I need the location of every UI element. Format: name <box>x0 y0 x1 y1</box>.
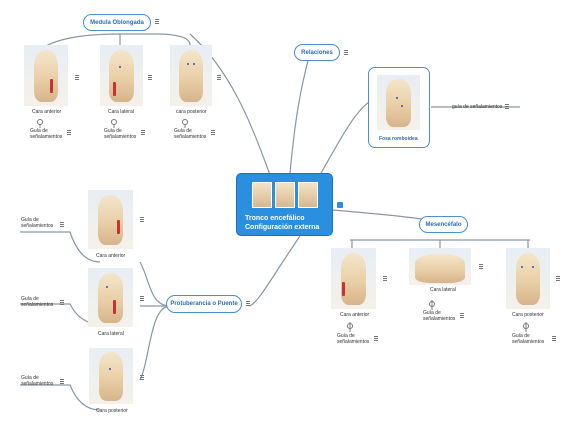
mesencefalo-lateral-caption: Cara lateral <box>430 287 456 293</box>
fosa-romboidea-image <box>377 75 420 130</box>
note-icon[interactable] <box>67 130 71 135</box>
relaciones-guide[interactable]: guía de señalamientos <box>452 104 503 110</box>
linked-topic-icon[interactable] <box>37 119 43 125</box>
thumbnail-image <box>252 182 272 208</box>
note-icon[interactable] <box>75 75 79 80</box>
protuberancia-lateral-caption: Cara lateral <box>98 331 124 337</box>
central-topic[interactable]: Tronco encefálico Configuración externa <box>236 173 333 236</box>
topic-mesencefalo-title: Mesencéfalo <box>425 221 462 228</box>
note-icon[interactable] <box>60 300 64 305</box>
mesencefalo-lateral-image[interactable] <box>409 248 471 285</box>
central-badge-icon[interactable] <box>337 202 343 208</box>
note-icon[interactable] <box>155 19 159 24</box>
topic-relaciones-title: Relaciones <box>301 49 333 56</box>
note-icon[interactable] <box>246 301 250 306</box>
topic-fosa-romboidea[interactable]: Fosa romboidea <box>368 67 430 148</box>
fosa-romboidea-title: Fosa romboidea <box>379 136 418 142</box>
protuberancia-anterior-image[interactable] <box>88 190 133 249</box>
linked-topic-icon[interactable] <box>429 301 435 307</box>
note-icon[interactable] <box>60 222 64 227</box>
note-icon[interactable] <box>141 130 145 135</box>
topic-relaciones[interactable]: Relaciones <box>294 44 340 61</box>
topic-protuberancia[interactable]: Protuberancia o Puente <box>166 295 242 313</box>
central-title-line-1: Tronco encefálico <box>245 215 305 222</box>
mesencefalo-posterior-caption: Cara posterior <box>512 312 544 318</box>
protuberancia-anterior-caption: Cara anterior <box>96 253 126 259</box>
note-icon[interactable] <box>60 379 64 384</box>
topic-medula-title: Medula Oblongada <box>90 19 144 26</box>
medula-lateral-caption: Cara lateral <box>108 109 134 115</box>
linked-topic-icon[interactable] <box>347 323 353 329</box>
protuberancia-lateral-image[interactable] <box>88 268 133 327</box>
linked-topic-icon[interactable] <box>182 119 188 125</box>
note-icon[interactable] <box>148 75 152 80</box>
medula-anterior-caption: Cara anterior <box>32 109 62 115</box>
note-icon[interactable] <box>505 104 509 109</box>
note-icon[interactable] <box>344 50 348 55</box>
mesencefalo-posterior-image[interactable] <box>506 248 550 309</box>
note-icon[interactable] <box>140 375 144 380</box>
central-thumbnails <box>252 182 318 208</box>
central-title-line-2: Configuración externa <box>245 224 320 231</box>
medula-posterior-caption: cara posterior <box>176 109 207 115</box>
note-icon[interactable] <box>383 276 387 281</box>
protuberancia-posterior-caption: Cara posterior <box>96 408 128 414</box>
note-icon[interactable] <box>556 276 560 281</box>
note-icon[interactable] <box>374 336 378 341</box>
note-icon[interactable] <box>140 217 144 222</box>
note-icon[interactable] <box>552 336 556 341</box>
mesencefalo-anterior-image[interactable] <box>331 248 376 309</box>
linked-topic-icon[interactable] <box>523 323 529 329</box>
mesencefalo-anterior-caption: Cara anterior <box>340 312 370 318</box>
thumbnail-image <box>275 182 295 208</box>
linked-topic-icon[interactable] <box>111 119 117 125</box>
protuberancia-posterior-image[interactable] <box>89 348 133 404</box>
topic-protuberancia-title: Protuberancia o Puente <box>170 301 238 307</box>
topic-medula-oblongada[interactable]: Medula Oblongada <box>83 14 151 31</box>
medula-anterior-image[interactable] <box>24 45 68 106</box>
note-icon[interactable] <box>460 313 464 318</box>
thumbnail-image <box>298 182 318 208</box>
note-icon[interactable] <box>211 130 215 135</box>
note-icon[interactable] <box>479 264 483 269</box>
medula-lateral-image[interactable] <box>100 45 143 106</box>
note-icon[interactable] <box>217 75 221 80</box>
topic-mesencefalo[interactable]: Mesencéfalo <box>419 216 468 233</box>
medula-posterior-image[interactable] <box>170 45 212 106</box>
note-icon[interactable] <box>140 296 144 301</box>
